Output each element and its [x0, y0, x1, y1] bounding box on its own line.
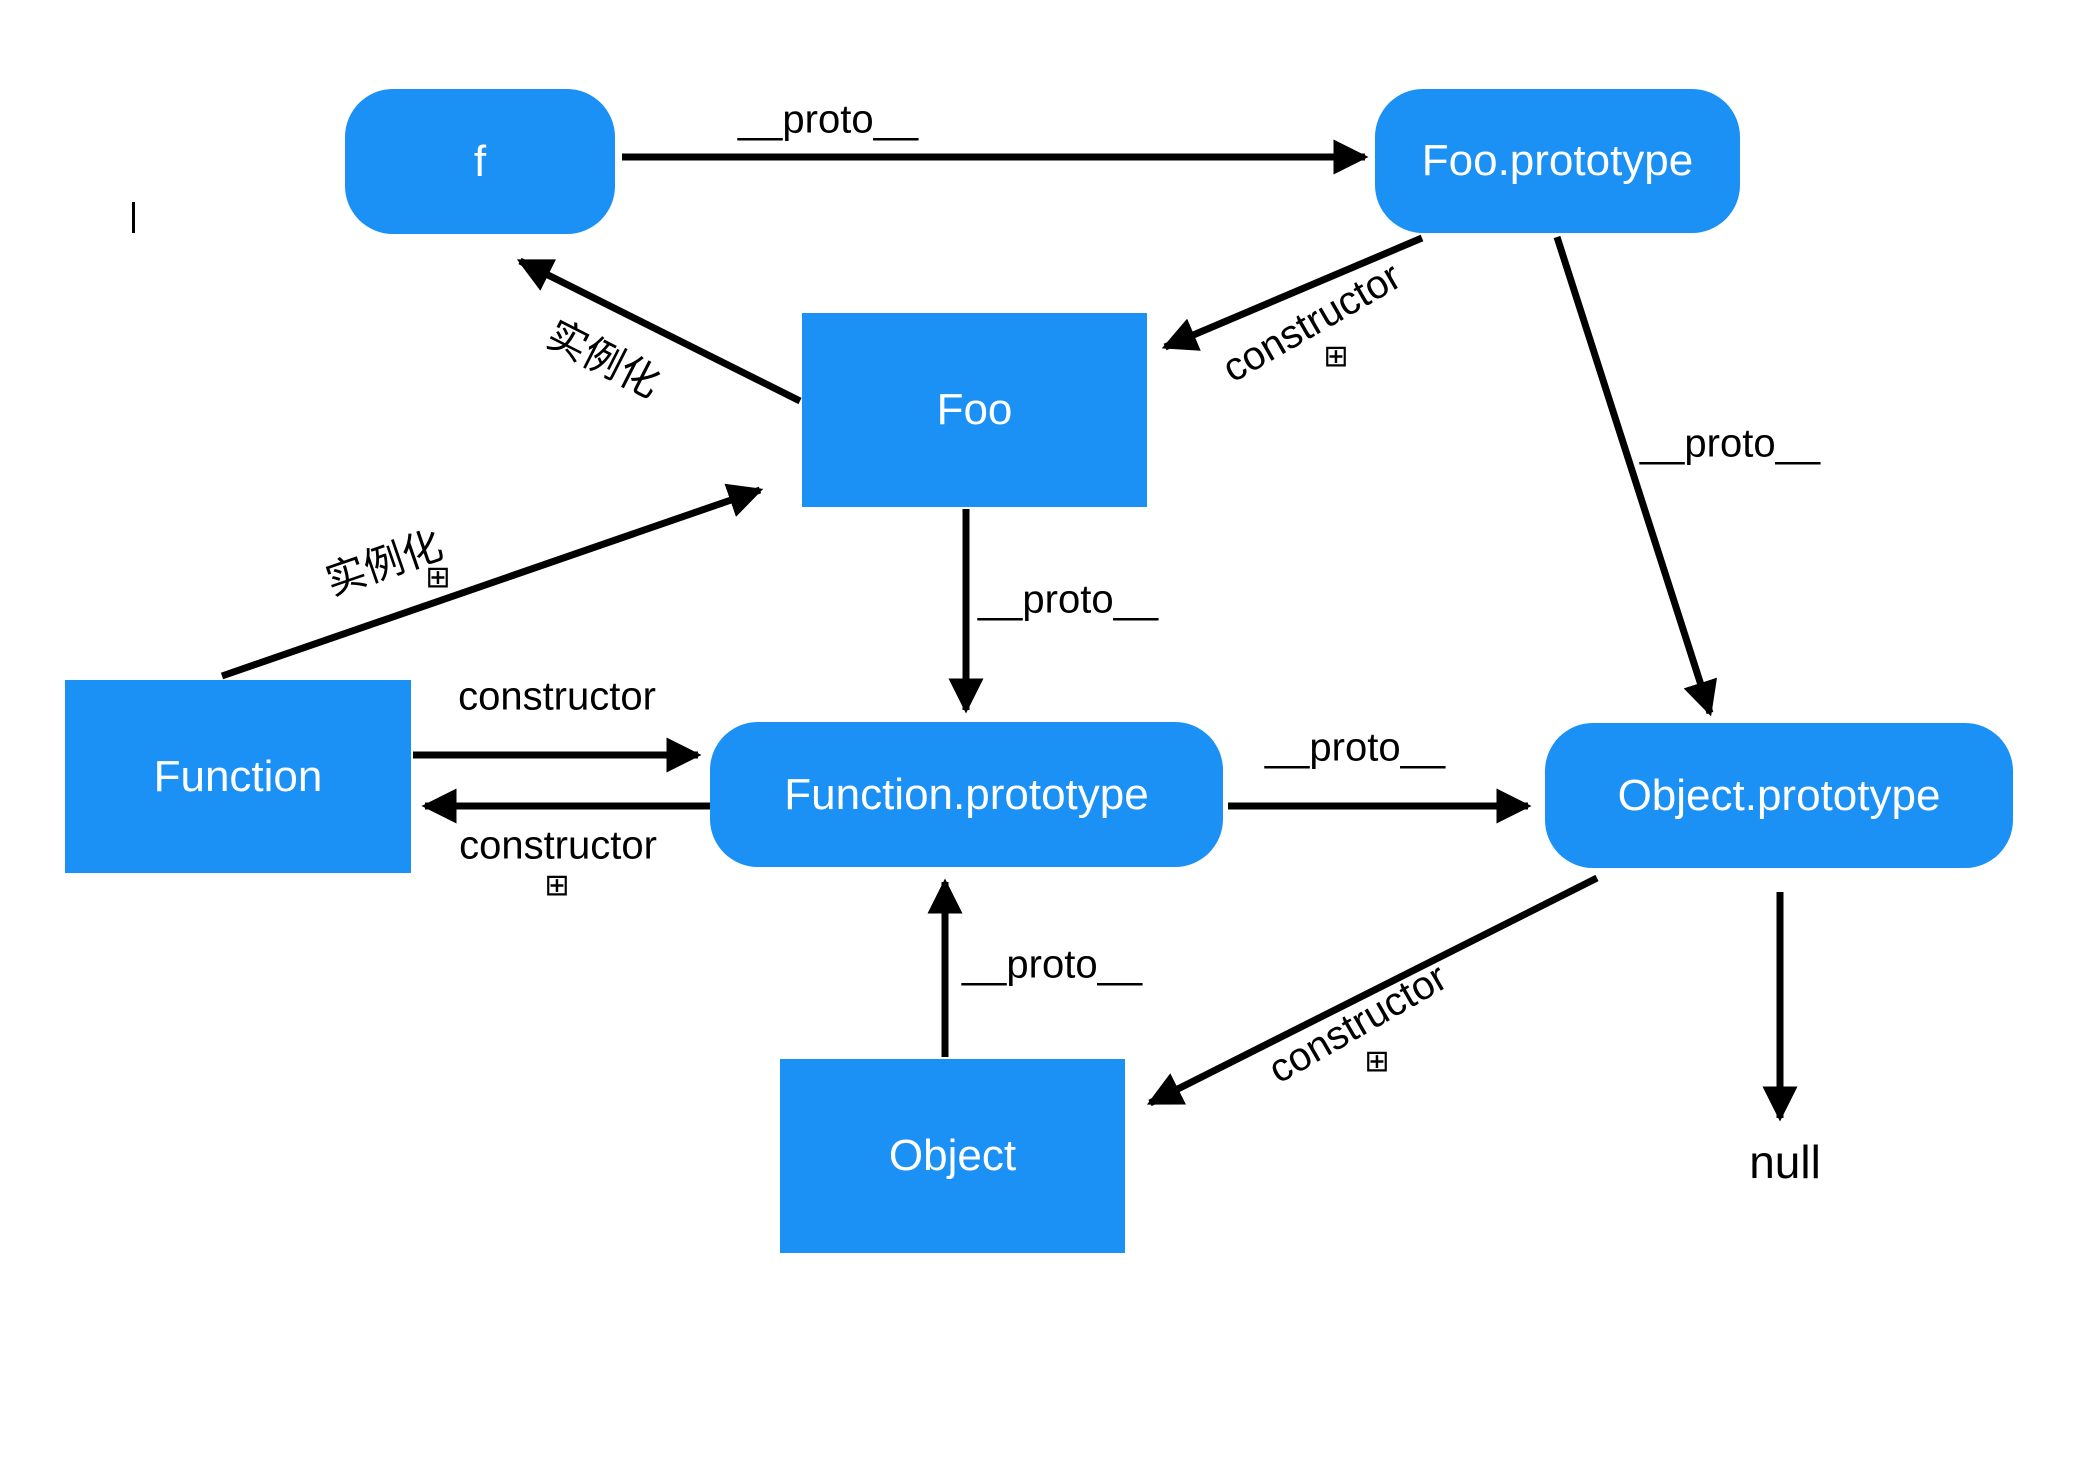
node-function-prototype-label: Function.prototype [784, 769, 1149, 819]
edge-proto-foo-prototype-to-object-prototype [1553, 235, 1718, 717]
edge-constructor-object-prototype-to-object [1146, 874, 1599, 1107]
node-foo-prototype: Foo.prototype [1375, 89, 1740, 233]
node-foo-prototype-label: Foo.prototype [1421, 136, 1694, 185]
label-proto-foo-prototype-to-object-prototype: __proto__ [1639, 421, 1821, 466]
node-f: f [345, 89, 615, 234]
expand-icon[interactable]: ⊞ [425, 561, 451, 594]
null-terminal-label: null [1749, 1136, 1821, 1188]
node-object-label: Object [888, 1131, 1017, 1180]
edge-instantiate-function-to-foo [220, 483, 764, 680]
label-proto-foo-to-function-prototype: __proto__ [977, 577, 1159, 622]
label-proto-function-prototype-to-object-prototype: __proto__ [1264, 725, 1446, 770]
node-foo: Foo [802, 313, 1147, 507]
expand-icon[interactable]: ⊞ [1323, 340, 1349, 373]
label-proto-object-to-function-prototype: __proto__ [961, 942, 1143, 987]
node-f-label: f [473, 136, 487, 186]
label-constructor-function-to-function-prototype: constructor [458, 674, 656, 719]
node-object-prototype: Object.prototype [1545, 723, 2013, 868]
node-object: Object [780, 1059, 1125, 1253]
edge-instantiate-foo-to-f [516, 257, 802, 405]
node-foo-label: Foo [936, 385, 1013, 434]
expand-icon[interactable]: ⊞ [1364, 1045, 1390, 1078]
text-cursor-mark [132, 202, 135, 233]
node-function: Function [65, 680, 411, 873]
edge-constructor-foo-prototype-to-foo [1161, 234, 1424, 351]
expand-icon[interactable]: ⊞ [544, 869, 570, 902]
node-function-label: Function [153, 751, 323, 801]
node-object-prototype-label: Object.prototype [1617, 770, 1941, 820]
node-function-prototype: Function.prototype [710, 722, 1223, 867]
label-proto-f-to-foo-prototype: __proto__ [737, 97, 919, 142]
label-constructor-function-prototype-to-function: constructor [459, 823, 657, 868]
